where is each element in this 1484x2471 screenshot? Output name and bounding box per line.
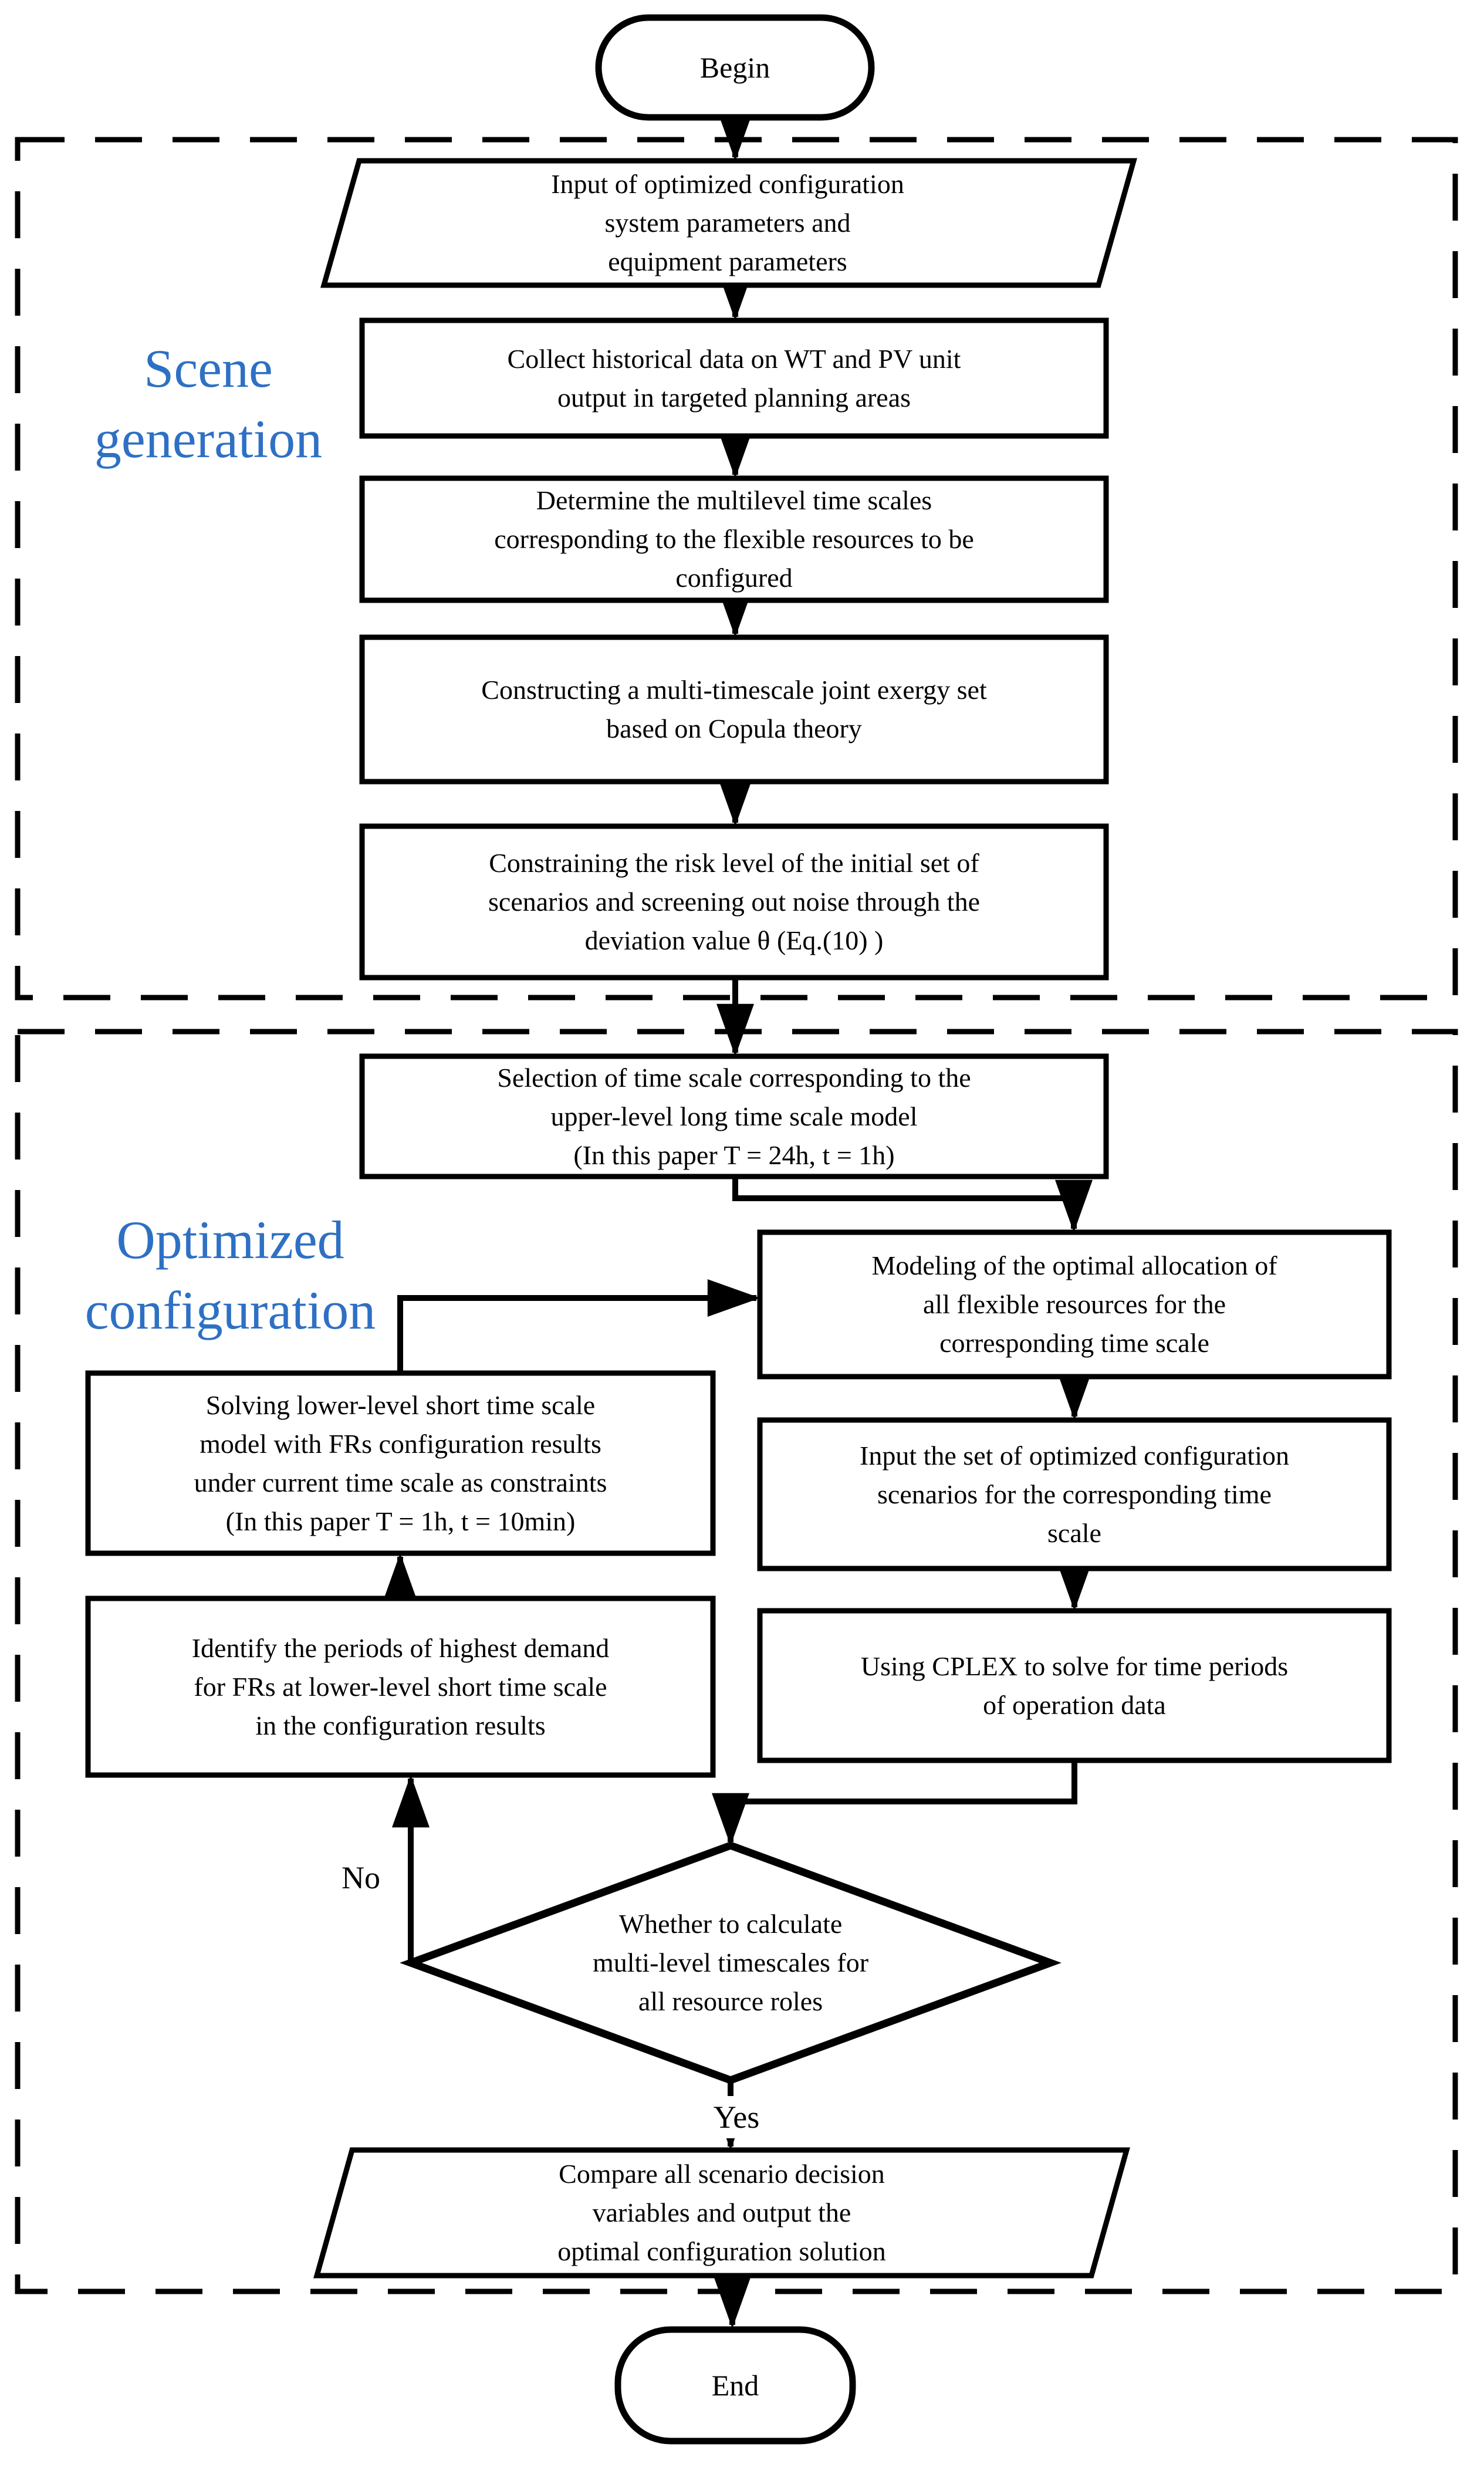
cplex-solve-box-shape — [757, 1608, 1392, 1763]
constrain-risk-label: Constraining the risk level of the initi… — [488, 848, 980, 955]
edge-label-yes: Yes — [685, 2096, 787, 2138]
solve-lower-box-shape — [85, 1370, 716, 1556]
collect-data-label: Collect historical data on WT and PV uni… — [507, 343, 961, 413]
cplex-solve-label: Using CPLEX to solve for time periods of… — [860, 1651, 1289, 1720]
identify-periods-label: Identify the periods of highest demand f… — [191, 1632, 610, 1740]
construct-exergy-label: Constructing a multi-timescale joint exe… — [481, 675, 987, 743]
decision-diamond-shape — [400, 1841, 1062, 2084]
arrow-cplex-to-decision — [712, 1760, 1077, 1846]
compare-output-label: Compare all scenario decision variables … — [557, 2159, 886, 2266]
identify-periods-box-shape — [85, 1595, 716, 1778]
begin-terminator-shape — [595, 14, 875, 121]
edge-label-no: No — [342, 1860, 380, 1895]
input-scenarios-label: Input the set of optimized configuration… — [860, 1440, 1289, 1548]
input-scenarios-box-shape — [757, 1417, 1392, 1571]
input-params-label: Input of optimized configuration system … — [551, 169, 904, 276]
compare-output-parallelogram-shape — [313, 2147, 1130, 2279]
decision-diamond-label: Whether to calculate multi-level timesca… — [592, 1909, 869, 2016]
modeling-allocation-box-shape — [757, 1229, 1392, 1380]
constrain-risk-box-shape — [359, 823, 1109, 981]
modeling-allocation-label: Modeling of the optimal allocation of al… — [871, 1250, 1277, 1358]
end-terminator-label: End — [711, 2369, 759, 2402]
end-terminator-shape — [614, 2326, 856, 2445]
construct-exergy-box-shape — [359, 634, 1109, 785]
arrow-solve-lower-to-modeling — [397, 1279, 760, 1373]
arrow-select-to-modeling — [732, 1177, 1093, 1233]
collect-data-box-shape — [359, 317, 1109, 439]
select-timescale-label: Selection of time scale corresponding to… — [497, 1062, 971, 1170]
select-timescale-box-shape — [359, 1053, 1109, 1179]
solve-lower-label: Solving lower-level short time scale mod… — [194, 1390, 607, 1536]
region-label-optimized-configuration: Optimized configuration — [84, 1209, 376, 1340]
input-params-parallelogram-shape — [320, 158, 1137, 288]
determine-timescales-box-shape — [359, 475, 1109, 603]
determine-timescales-label: Determine the multilevel time scales cor… — [494, 485, 974, 593]
begin-terminator-label: Begin — [699, 51, 770, 84]
region-label-scene-generation: Scene generation — [94, 338, 323, 469]
